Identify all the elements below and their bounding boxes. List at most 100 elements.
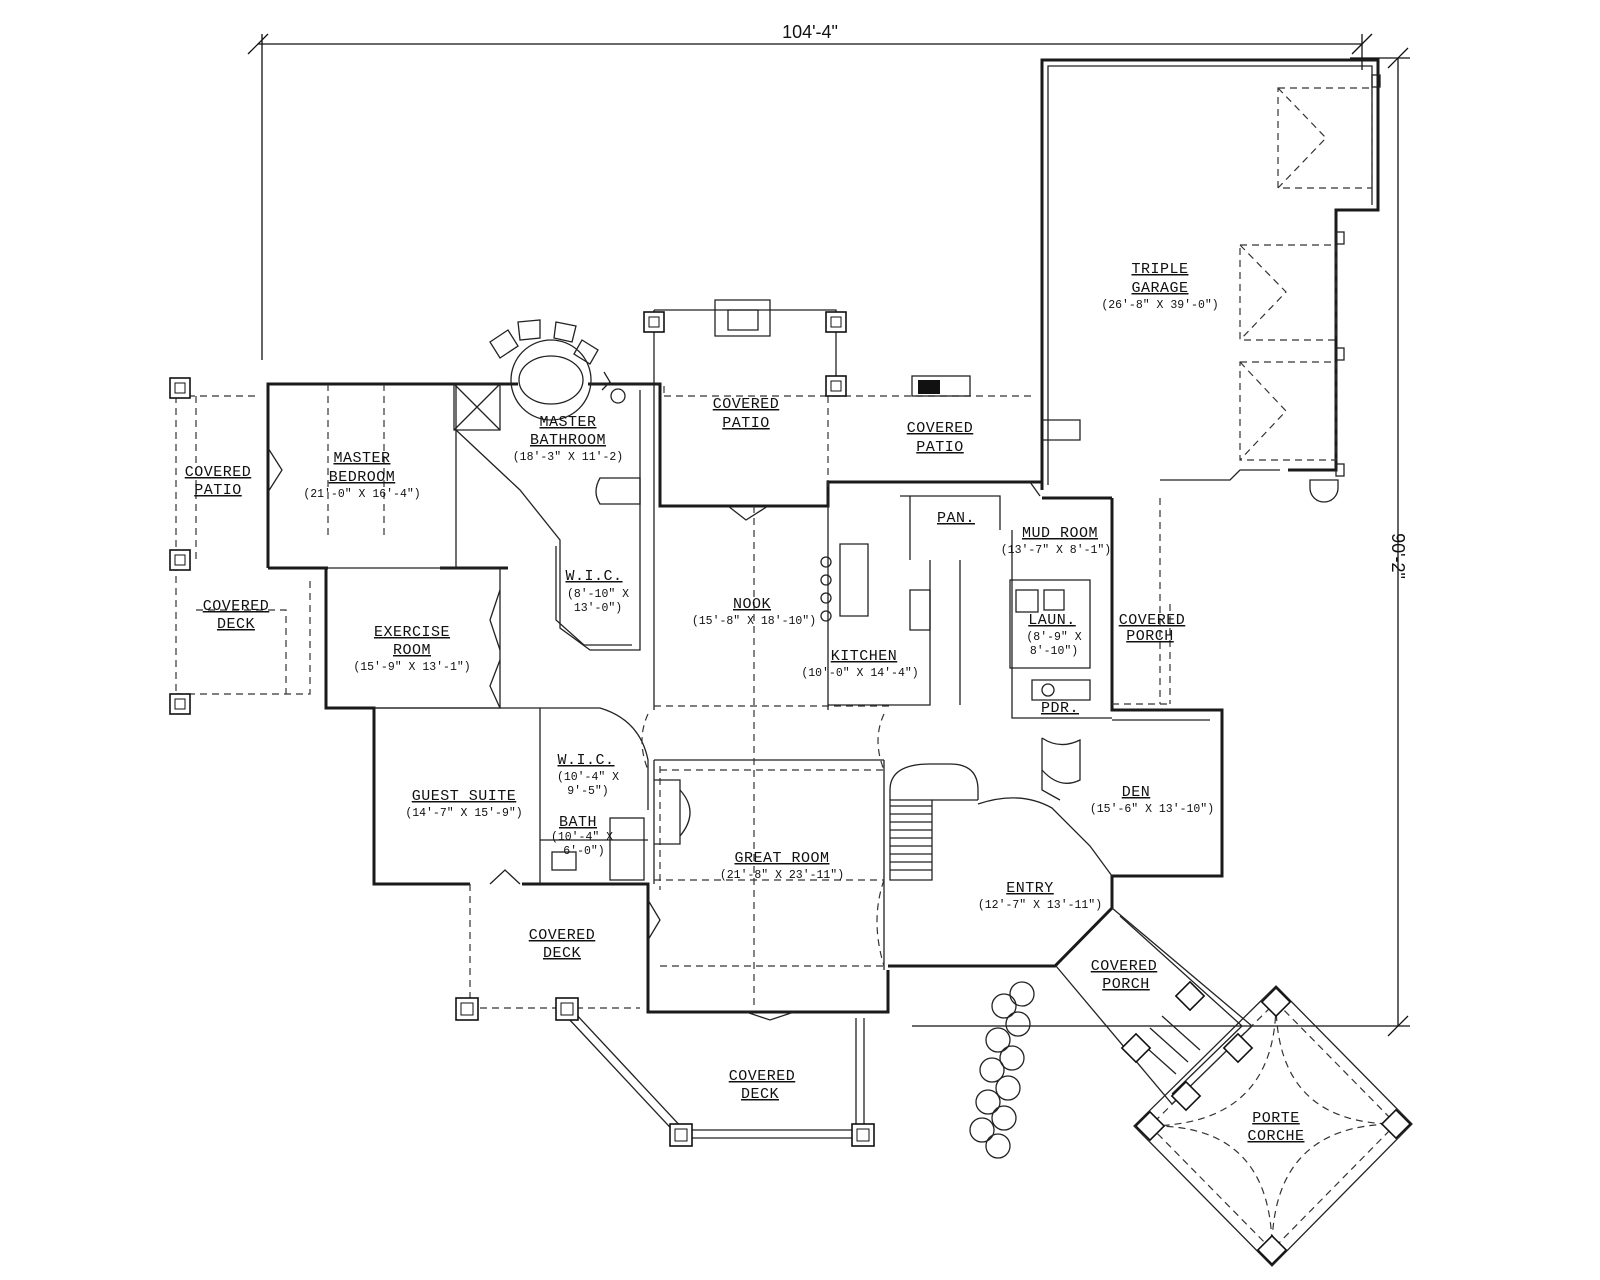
room-great-room: GREAT ROOM (21'-8" X 23'-11") <box>720 850 844 882</box>
room-entry: ENTRY (12'-7" X 13'-11") <box>978 880 1102 912</box>
room-label-text: NOOK <box>733 596 771 613</box>
master-tub <box>489 319 611 421</box>
dimension-width: 104'-4" <box>247 22 1373 360</box>
room-label-text: (21'-8" X 23'-11") <box>720 869 844 882</box>
room-covered-patio-right: COVERED PATIO <box>907 420 974 456</box>
room-covered-porch-right: COVERED PORCH <box>1119 612 1186 645</box>
post <box>1134 1110 1166 1142</box>
room-label-text: (15'-8" X 18'-10") <box>692 615 816 628</box>
room-label-text: MASTER <box>539 414 596 431</box>
room-labels: TRIPLE GARAGE (26'-8" X 39'-0") COVERED … <box>185 261 1304 1145</box>
post <box>643 311 665 333</box>
doors <box>267 447 1041 1021</box>
room-label-text: COVERED <box>1119 612 1186 629</box>
room-label-text: GUEST SUITE <box>412 788 517 805</box>
room-mud-room: MUD ROOM (13'-7" X 8'-1") <box>1001 525 1111 557</box>
room-label-text: PORTE <box>1252 1110 1300 1127</box>
room-label-text: MASTER <box>333 450 390 467</box>
room-nook: NOOK (15'-8" X 18'-10") <box>692 596 816 628</box>
room-label-text: COVERED <box>907 420 974 437</box>
post <box>825 375 847 397</box>
room-label-text: DECK <box>217 616 255 633</box>
room-covered-deck-mid: COVERED DECK <box>529 927 596 962</box>
room-label-text: CORCHE <box>1247 1128 1304 1145</box>
room-master-bedroom: MASTER BEDROOM (21'-0" X 16'-4") <box>303 450 420 501</box>
room-label-text: (21'-0" X 16'-4") <box>303 488 420 501</box>
covered-deck-bottom-structure <box>567 1011 865 1139</box>
room-label-text: 8'-10") <box>1030 645 1078 658</box>
room-label-text: PAN. <box>937 510 975 527</box>
room-exercise: EXERCISE ROOM (15'-9" X 13'-1") <box>353 624 470 674</box>
room-label-text: EXERCISE <box>374 624 450 641</box>
room-label-text: 13'-0") <box>574 602 622 615</box>
post <box>1222 1032 1254 1064</box>
post <box>169 549 191 571</box>
room-label-text: PATIO <box>194 482 242 499</box>
room-pantry: PAN. <box>937 510 975 527</box>
room-label-text: (13'-7" X 8'-1") <box>1001 544 1111 557</box>
posts <box>169 311 1412 1266</box>
fixtures <box>453 299 1091 881</box>
room-label-text: DEN <box>1122 784 1151 801</box>
post <box>1260 986 1292 1018</box>
post <box>1170 1080 1202 1112</box>
room-powder: PDR. <box>1041 700 1079 717</box>
room-label-text: GARAGE <box>1131 280 1188 297</box>
room-master-bathroom: MASTER BATHROOM (18'-3" X 11'-2) <box>513 414 623 464</box>
room-label-text: (8'-10" X <box>567 588 629 601</box>
room-label-text: (10'-0" X 14'-4") <box>801 667 918 680</box>
room-label-text: COVERED <box>713 396 780 413</box>
room-covered-patio-center: COVERED PATIO <box>713 396 780 432</box>
room-label-text: (8'-9" X <box>1026 631 1081 644</box>
room-guest-suite: GUEST SUITE (14'-7" X 15'-9") <box>405 788 522 820</box>
room-kitchen: KITCHEN (10'-0" X 14'-4") <box>801 648 918 680</box>
room-porte-corche: PORTE CORCHE <box>1247 1110 1304 1145</box>
room-wic-master: W.I.C. (8'-10" X 13'-0") <box>565 568 629 615</box>
room-label-text: COVERED <box>203 598 270 615</box>
room-label-text: LAUN. <box>1028 612 1076 629</box>
room-covered-deck-bottom: COVERED DECK <box>729 1068 796 1103</box>
post <box>169 693 191 715</box>
room-label-text: DECK <box>741 1086 779 1103</box>
room-label-text: COVERED <box>729 1068 796 1085</box>
room-label-text: (26'-8" X 39'-0") <box>1101 299 1218 312</box>
room-covered-patio-left: COVERED PATIO <box>185 464 252 499</box>
room-label-text: BATHROOM <box>530 432 606 449</box>
overall-width-label: 104'-4" <box>782 22 838 42</box>
room-label-text: (18'-3" X 11'-2) <box>513 451 623 464</box>
room-label-text: (10'-4" X <box>551 831 613 844</box>
post <box>1256 1234 1288 1266</box>
room-label-text: DECK <box>543 945 581 962</box>
dashed-edges <box>175 384 1171 1009</box>
overall-depth-label: 90'-2" <box>1388 533 1408 579</box>
post <box>1380 1108 1412 1140</box>
room-label-text: PORCH <box>1102 976 1150 993</box>
room-label-text: KITCHEN <box>831 648 898 665</box>
room-label-text: MUD ROOM <box>1022 525 1098 542</box>
room-label-text: COVERED <box>185 464 252 481</box>
post <box>1120 1032 1152 1064</box>
room-laundry: LAUN. (8'-9" X 8'-10") <box>1026 612 1081 658</box>
room-bath: BATH (10'-4" X 6'-0") <box>551 814 613 858</box>
room-label-text: BEDROOM <box>329 469 396 486</box>
room-label-text: (15'-9" X 13'-1") <box>353 661 470 674</box>
room-label-text: (14'-7" X 15'-9") <box>405 807 522 820</box>
room-covered-deck-left: COVERED DECK <box>203 598 270 633</box>
room-label-text: W.I.C. <box>565 568 622 585</box>
triple-garage <box>1040 58 1381 503</box>
room-triple-garage: TRIPLE GARAGE (26'-8" X 39'-0") <box>1101 261 1218 312</box>
post <box>455 997 479 1021</box>
room-label-text: PDR. <box>1041 700 1079 717</box>
room-label-text: (10'-4" X <box>557 771 619 784</box>
post <box>669 1123 693 1147</box>
room-label-text: ENTRY <box>1006 880 1054 897</box>
room-label-text: W.I.C. <box>557 752 614 769</box>
room-label-text: PORCH <box>1126 628 1174 645</box>
room-wic-guest: W.I.C. (10'-4" X 9'-5") <box>557 752 619 798</box>
post <box>1174 980 1206 1012</box>
room-label-text: 9'-5") <box>567 785 608 798</box>
room-label-text: COVERED <box>529 927 596 944</box>
stepping-stones <box>969 981 1035 1159</box>
exterior-walls <box>266 309 1224 1014</box>
